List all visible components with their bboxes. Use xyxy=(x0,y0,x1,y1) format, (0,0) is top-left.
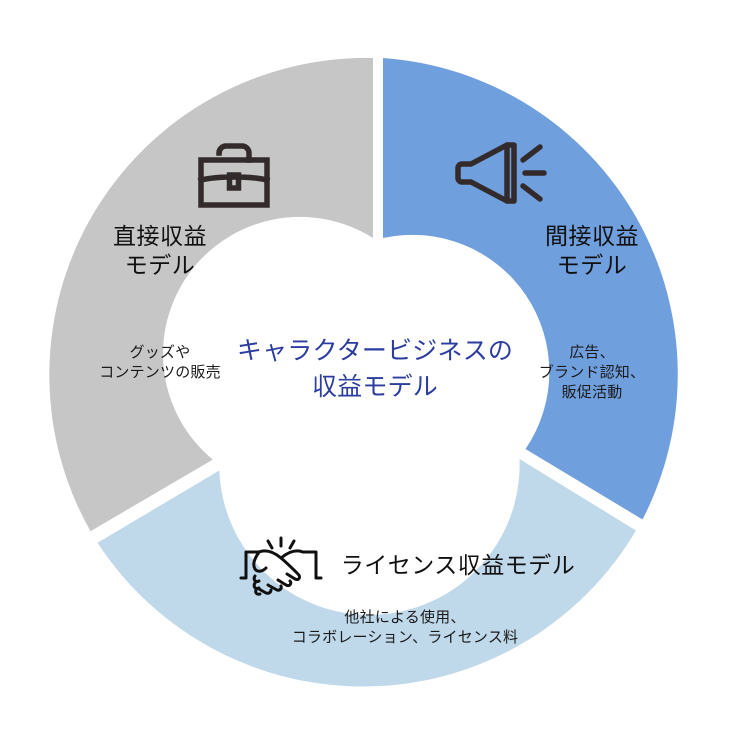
segment-direct-arc[interactable] xyxy=(49,57,374,532)
segment-indirect-arc[interactable] xyxy=(383,58,678,520)
segment-license-arc[interactable] xyxy=(97,459,637,687)
